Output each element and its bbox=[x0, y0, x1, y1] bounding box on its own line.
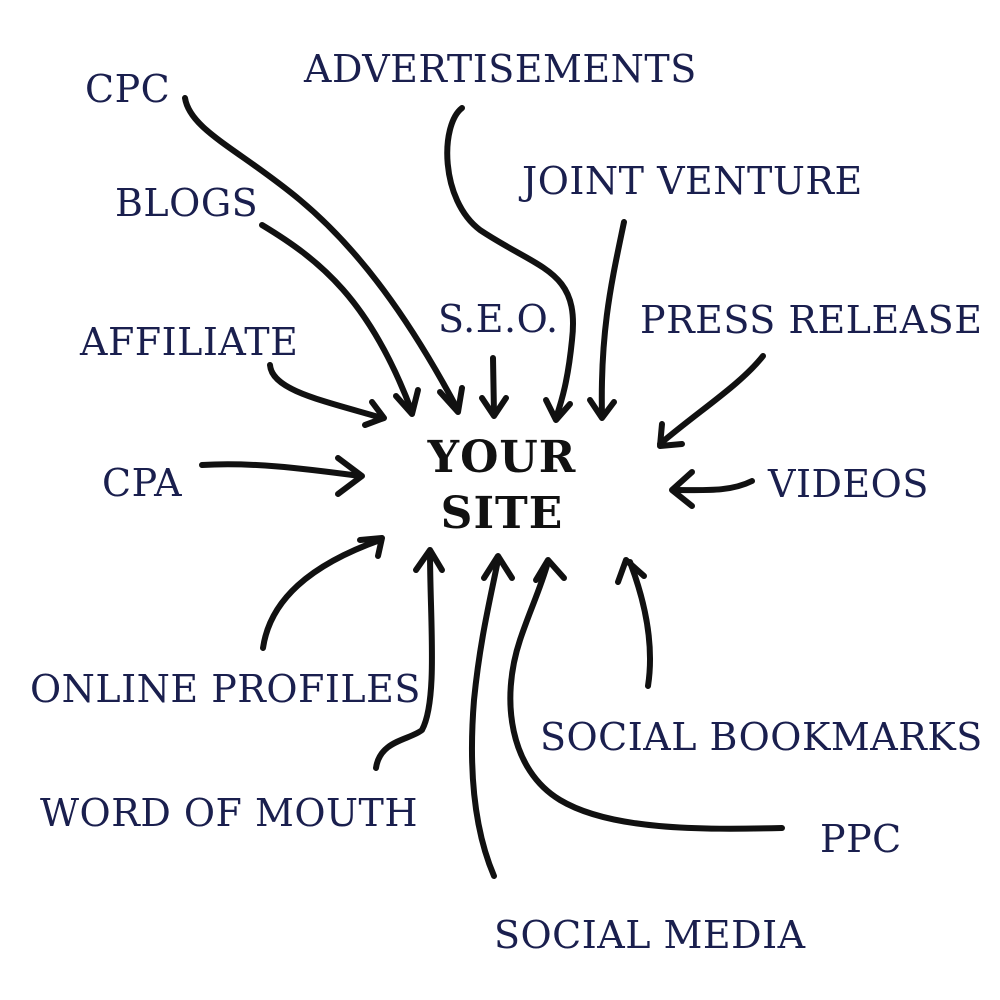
source-label-advertisements: ADVERTISEMENTS bbox=[303, 47, 697, 91]
source-label-cpa: CPA bbox=[102, 461, 182, 505]
center-node: YOUR SITE bbox=[427, 432, 577, 539]
arrowhead-blogs bbox=[393, 387, 421, 417]
arrowhead-press-release bbox=[657, 421, 685, 449]
source-label-online-profiles: ONLINE PROFILES bbox=[30, 667, 421, 711]
arrow-social-bookmarks bbox=[627, 559, 653, 689]
arrow-videos bbox=[671, 478, 755, 494]
arrow-joint-venture bbox=[598, 219, 627, 419]
arrow-ppc bbox=[507, 559, 785, 832]
arrowhead-videos bbox=[669, 469, 695, 509]
arrow-cpc bbox=[182, 95, 461, 413]
arrowhead-cpc bbox=[437, 385, 465, 415]
arrowhead-affiliate bbox=[362, 399, 387, 428]
source-label-ppc: PPC bbox=[820, 817, 902, 861]
source-label-social-media: SOCIAL MEDIA bbox=[494, 913, 806, 957]
arrowhead-word-of-mouth bbox=[413, 547, 445, 573]
source-label-seo: S.E.O. bbox=[438, 297, 559, 341]
source-label-cpc: CPC bbox=[85, 67, 170, 111]
arrowhead-advertisements bbox=[543, 397, 573, 423]
arrowhead-online-profiles bbox=[357, 535, 385, 559]
arrow-online-profiles bbox=[260, 537, 383, 651]
arrowhead-ppc bbox=[533, 557, 567, 583]
arrow-affiliate bbox=[267, 362, 385, 421]
source-label-press-release: PRESS RELEASE bbox=[640, 298, 982, 342]
arrow-word-of-mouth bbox=[373, 549, 435, 771]
arrow-blogs bbox=[259, 222, 415, 415]
arrowhead-social-bookmarks bbox=[615, 557, 647, 585]
center-label-line1: YOUR bbox=[427, 432, 577, 483]
source-label-affiliate: AFFILIATE bbox=[79, 320, 298, 364]
source-label-word-of-mouth: WORD OF MOUTH bbox=[40, 791, 418, 835]
source-label-videos: VIDEOS bbox=[767, 462, 929, 506]
source-label-social-bookmarks: SOCIAL BOOKMARKS bbox=[540, 715, 983, 759]
arrow-social-media bbox=[469, 557, 501, 879]
center-label-line2: SITE bbox=[441, 488, 564, 539]
source-label-joint-venture: JOINT VENTURE bbox=[518, 159, 863, 203]
arrowhead-cpa bbox=[335, 455, 365, 497]
arrowhead-joint-venture bbox=[587, 397, 617, 421]
arrow-group bbox=[182, 95, 785, 879]
arrowhead-seo bbox=[479, 395, 509, 419]
arrow-advertisements bbox=[444, 105, 576, 421]
arrow-seo bbox=[490, 355, 497, 417]
arrow-press-release bbox=[657, 353, 766, 447]
arrowhead-social-media bbox=[481, 553, 515, 581]
source-labels: CPC ADVERTISEMENTS BLOGS JOINT VENTURE A… bbox=[30, 47, 983, 957]
source-label-blogs: BLOGS bbox=[115, 181, 258, 225]
arrow-cpa bbox=[199, 461, 363, 479]
